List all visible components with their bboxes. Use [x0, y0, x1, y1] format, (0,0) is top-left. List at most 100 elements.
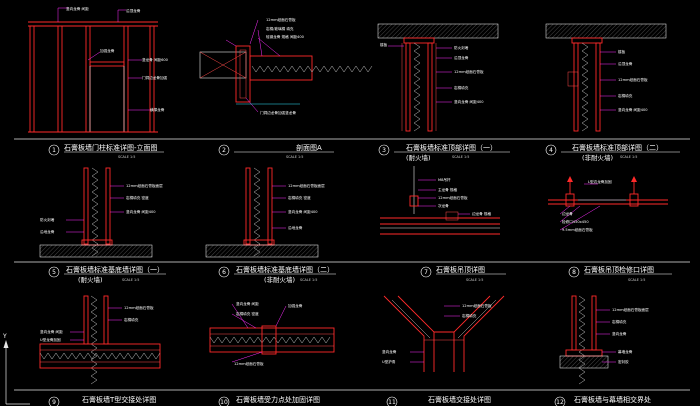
svg-text:(非耐火墙): (非耐火墙) [582, 153, 613, 162]
d5-note-2: 竖向龙骨 间距400 [126, 209, 156, 214]
d11-note-1: 岩棉填充 [462, 313, 477, 318]
d11-note-2: 竖向龙骨 [382, 349, 397, 354]
svg-text:10: 10 [220, 399, 228, 406]
d11-note-0: 12mm纸面石膏板 [462, 303, 492, 308]
svg-text:5: 5 [52, 269, 56, 276]
svg-text:石膏板墙受力点处加固详图: 石膏板墙受力点处加固详图 [236, 395, 320, 404]
d10-note-2: 加强龙骨 [288, 303, 303, 308]
d1-note-5: 横撑龙骨 [150, 107, 165, 112]
d3-note-0: 防火封堵 [454, 45, 469, 50]
svg-text:(非耐火墙): (非耐火墙) [264, 275, 295, 284]
d7-note-2: 12mm纸面石膏板 [438, 195, 468, 200]
svg-text:4: 4 [549, 147, 553, 154]
d3-note-1: 楼板 [380, 42, 388, 47]
d2-note-3: 门洞边龙骨加强竖龙骨 [260, 110, 296, 115]
d3-note-5: 竖向龙骨 间距400 [454, 99, 484, 104]
detail-9-drawing [39, 295, 161, 385]
d10-note-3: 12mm纸面石膏板 [234, 361, 264, 366]
detail-11-title: 11 石膏板墙交接处详图 [386, 395, 491, 406]
svg-text:石膏板墙标准顶部详图（二）: 石膏板墙标准顶部详图（二） [572, 143, 663, 152]
d5-note-1: 岩棉填充 密度 [126, 195, 149, 200]
d6-note-2: 竖向龙骨 间距400 [288, 209, 318, 214]
svg-text:石膏板墙标准基底墙详图（一）: 石膏板墙标准基底墙详图（一） [66, 265, 164, 274]
svg-text:9: 9 [52, 399, 56, 406]
svg-text:(耐火墙): (耐火墙) [406, 153, 431, 162]
svg-text:SCALE 1:5: SCALE 1:5 [122, 278, 139, 282]
svg-text:石膏板墙交接处详图: 石膏板墙交接处详图 [428, 395, 491, 404]
d1-note-4: 门洞边龙骨加强 [142, 75, 168, 80]
d2-note-2: 轻钢龙骨 规格 间距400 [266, 34, 305, 39]
svg-text:Y: Y [2, 333, 7, 340]
d8-note-2: 检修口450x450 [562, 219, 589, 224]
d3-note-2: 沿顶龙骨 [454, 55, 469, 60]
d3-note-4: 岩棉填充 [454, 85, 469, 90]
svg-text:SCALE 1:5: SCALE 1:5 [620, 155, 637, 159]
detail-12-title: 12 石膏板墙与幕墙相交界处 [554, 395, 651, 406]
d12-note-4: 密封胶 [618, 359, 629, 364]
d11-note-3: U型护角 [382, 359, 396, 364]
detail-4-drawing [545, 23, 667, 132]
detail-5-title: 5 石膏板墙标准基底墙详图（一） (耐火墙) SCALE 1:5 [48, 265, 166, 284]
d10-note-0: 竖向龙骨 间距 [236, 301, 259, 306]
svg-text:石膏板墙标准基底墙详图（二）: 石膏板墙标准基底墙详图（二） [236, 265, 334, 274]
d12-note-3: 幕墙龙骨 [618, 349, 633, 354]
svg-text:2: 2 [222, 147, 226, 154]
d5-note-0: 12mm纸面石膏板面层 [126, 183, 163, 188]
svg-text:石膏板墙门柱标准详图-立面图: 石膏板墙门柱标准详图-立面图 [64, 143, 158, 152]
svg-text:3: 3 [382, 147, 386, 154]
d2-note-0: 12mm纸面石膏板 [266, 17, 296, 22]
svg-text:SCALE 1:5: SCALE 1:5 [628, 278, 645, 282]
svg-text:SCALE 1:5: SCALE 1:5 [300, 278, 317, 282]
detail-12-drawing [559, 295, 616, 385]
svg-text:SCALE 1:5: SCALE 1:5 [286, 155, 303, 159]
detail-5-drawing [39, 167, 153, 258]
d5-note-3: 防火封堵 [40, 217, 55, 222]
d8-note-0: L型边龙骨加固 [588, 179, 612, 184]
d12-note-0: 12mm纸面石膏板面层 [612, 307, 649, 312]
detail-2-title: 2 剖面图A SCALE 1:5 [218, 143, 334, 159]
detail-2-drawing [199, 19, 373, 113]
svg-text:石膏板墙与幕墙相交界处: 石膏板墙与幕墙相交界处 [574, 395, 651, 404]
svg-text:6: 6 [222, 269, 226, 276]
detail-9-title: 9 石膏板墙T型交接处详图 [48, 395, 156, 406]
d1-note-3: 竖龙骨 间距600 [142, 57, 169, 62]
svg-text:石膏板吊顶详图: 石膏板吊顶详图 [436, 265, 485, 274]
d1-note-1: 沿顶龙骨 [126, 8, 141, 13]
d6-note-1: 岩棉填充 密度 [288, 195, 311, 200]
detail-1-drawing [28, 7, 158, 133]
d6-note-0: 12mm纸面石膏板面层 [288, 183, 325, 188]
d9-note-2: 竖向龙骨 间距 [40, 329, 63, 334]
d4-note-1: 沿顶龙骨 [618, 61, 633, 66]
d8-note-1: 边龙骨 [562, 211, 573, 216]
svg-text:石膏板墙T型交接处详图: 石膏板墙T型交接处详图 [82, 395, 156, 404]
d7-note-4: 边龙骨 规格 [472, 211, 492, 216]
d7-note-1: 主龙骨 规格 [438, 187, 458, 192]
svg-text:SCALE 1:5: SCALE 1:5 [466, 278, 483, 282]
d5-note-4: 沿地龙骨 [40, 229, 55, 234]
detail-8-drawing [548, 176, 668, 231]
d4-note-4: 竖向龙骨 间距400 [618, 107, 648, 112]
d4-note-0: 楼板 [618, 49, 626, 54]
detail-10-title: 10 石膏板墙受力点处加固详图 [218, 395, 320, 406]
d1-note-2: 加强龙骨 [100, 48, 115, 53]
ucs-icon: Y [2, 333, 30, 405]
d9-note-1: 岩棉填充 [124, 317, 139, 322]
detail-10-drawing [209, 303, 335, 363]
d10-note-1: 岩棉填充 密度 [236, 311, 259, 316]
svg-text:11: 11 [388, 399, 396, 406]
d4-note-2: 12mm纸面石膏板 [618, 77, 648, 82]
detail-3-drawing [377, 23, 499, 132]
d6-note-3: 沿地龙骨 [288, 225, 303, 230]
svg-text:SCALE 1:5: SCALE 1:5 [118, 155, 135, 159]
svg-text:(耐火墙): (耐火墙) [78, 275, 103, 284]
d9-note-3: U型龙骨加固 [40, 337, 61, 342]
detail-3-title: 3 石膏板墙标准顶部详图（一） (耐火墙) SCALE 1:5 [378, 143, 510, 162]
detail-11-drawing [383, 295, 505, 372]
svg-text:12: 12 [556, 399, 564, 406]
d9-note-0: 12mm纸面石膏板 [124, 305, 154, 310]
detail-1-title: 1 石膏板墙门柱标准详图-立面图 SCALE 1:5 [48, 143, 164, 159]
d3-note-3: 12mm纸面石膏板 [454, 69, 484, 74]
svg-text:SCALE 1:5: SCALE 1:5 [452, 155, 469, 159]
svg-text:8: 8 [572, 269, 576, 276]
